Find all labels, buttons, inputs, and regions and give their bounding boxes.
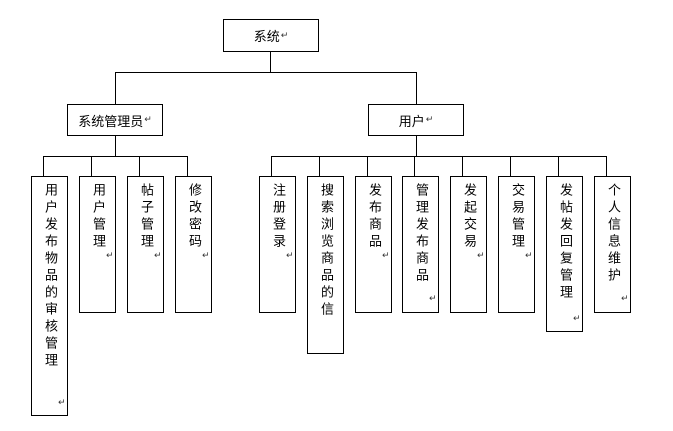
paragraph-mark-icon: ↵ — [154, 251, 162, 261]
node-user-publish-label: 发布商品 — [366, 183, 381, 251]
node-user-start-trade: 发起交易 ↵ — [450, 176, 487, 313]
node-user: 用户↵ — [368, 104, 464, 136]
node-user-publish: 发布商品 ↵ — [355, 176, 392, 313]
node-user-profile-label: 个人信息维护 — [605, 183, 620, 285]
node-user-profile: 个人信息维护 ↵ — [594, 176, 631, 313]
node-user-start-trade-label: 发起交易 — [461, 183, 476, 251]
paragraph-mark-icon: ↵ — [58, 398, 66, 408]
node-admin-review: 用户发布物品的审核管理 ↵ — [31, 176, 68, 416]
node-user-manage-published: 管理发布商品 ↵ — [402, 176, 439, 313]
paragraph-mark-icon: ↵ — [621, 294, 629, 304]
paragraph-mark-icon: ↵ — [106, 251, 114, 261]
node-user-label: 用户 — [398, 114, 425, 130]
node-user-register-label: 注册登录 — [270, 183, 285, 251]
node-admin-users: 用户管理 ↵ — [79, 176, 116, 313]
node-user-post-reply: 发帖发回复管理 ↵ — [546, 176, 583, 332]
node-user-trade-manage-label: 交易管理 — [509, 183, 524, 251]
node-admin-users-label: 用户管理 — [90, 183, 105, 251]
paragraph-mark-icon: ↵ — [144, 115, 152, 125]
node-user-manage-published-label: 管理发布商品 — [413, 183, 428, 285]
node-user-browse-label: 搜索浏览商品的信 — [318, 183, 333, 319]
node-admin-posts: 帖子管理 ↵ — [127, 176, 164, 313]
paragraph-mark-icon: ↵ — [429, 294, 437, 304]
node-user-trade-manage: 交易管理 ↵ — [498, 176, 535, 313]
node-user-browse: 搜索浏览商品的信 — [307, 176, 344, 354]
node-root: 系统↵ — [223, 19, 319, 52]
node-admin: 系统管理员↵ — [67, 104, 163, 136]
paragraph-mark-icon: ↵ — [382, 251, 390, 261]
paragraph-mark-icon: ↵ — [525, 251, 533, 261]
paragraph-mark-icon: ↵ — [425, 115, 434, 125]
node-user-register: 注册登录 ↵ — [259, 176, 296, 313]
node-user-post-reply-label: 发帖发回复管理 — [557, 183, 572, 302]
paragraph-mark-icon: ↵ — [202, 251, 210, 261]
node-admin-review-label: 用户发布物品的审核管理 — [42, 183, 57, 370]
node-admin-password: 修改密码 ↵ — [175, 176, 212, 313]
paragraph-mark-icon: ↵ — [280, 30, 289, 41]
node-root-label: 系统 — [253, 30, 280, 45]
paragraph-mark-icon: ↵ — [573, 314, 581, 324]
node-admin-label: 系统管理员 — [78, 114, 144, 130]
node-admin-password-label: 修改密码 — [186, 183, 201, 251]
node-admin-posts-label: 帖子管理 — [138, 183, 153, 251]
paragraph-mark-icon: ↵ — [286, 251, 294, 261]
paragraph-mark-icon: ↵ — [477, 251, 485, 261]
